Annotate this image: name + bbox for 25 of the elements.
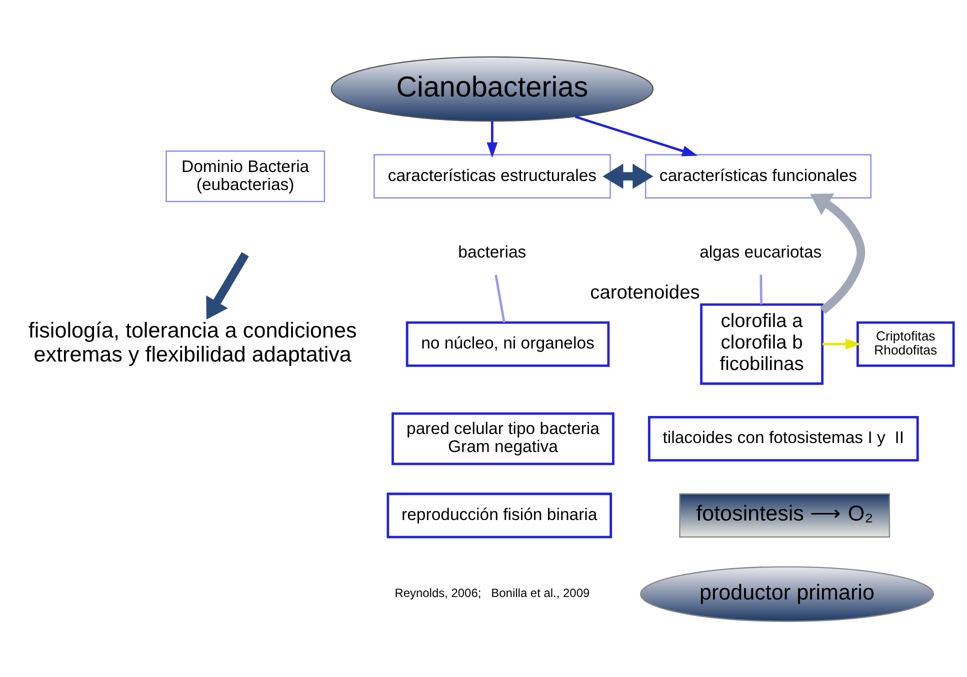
- node-box: clorofila a clorofila b ficobilinas: [700, 302, 824, 384]
- arrow: [206, 252, 249, 320]
- node-box: Dominio Bacteria (eubacterias): [166, 150, 326, 202]
- node-box: no núcleo, ni organelos: [406, 320, 610, 366]
- node-ellipse: productor primario: [640, 566, 934, 622]
- node-box: reproducción fisión binaria: [386, 492, 612, 538]
- node-box: tilacoides con fotosistemas I y II: [648, 415, 919, 462]
- node-box: fotosintesis ⟶ O₂: [679, 492, 890, 538]
- node-ellipse: Cianobacterias: [330, 56, 654, 122]
- arrow: [486, 120, 498, 158]
- node-label: carotenoides: [590, 282, 700, 303]
- connector: [494, 274, 506, 322]
- node-box: pared celular tipo bacteria Gram negativa: [392, 412, 614, 465]
- label: Reynolds, 2006; Bonilla et al., 2009: [394, 586, 590, 600]
- connector: [760, 274, 762, 304]
- node-box: características funcionales: [644, 154, 872, 198]
- arrow: [822, 338, 862, 350]
- node-text: fisiología, tolerancia a condiciones extremas y flexibilidad adaptativa: [28, 316, 357, 366]
- arrow: [602, 163, 654, 188]
- node-text: bacterias: [458, 242, 526, 261]
- arrow: [810, 192, 866, 314]
- node-box: Criptofitas Rhodofitas: [856, 320, 955, 366]
- arrow: [574, 115, 698, 156]
- node-box: características estructurales: [374, 154, 611, 198]
- node-text: algas eucariotas: [700, 242, 822, 261]
